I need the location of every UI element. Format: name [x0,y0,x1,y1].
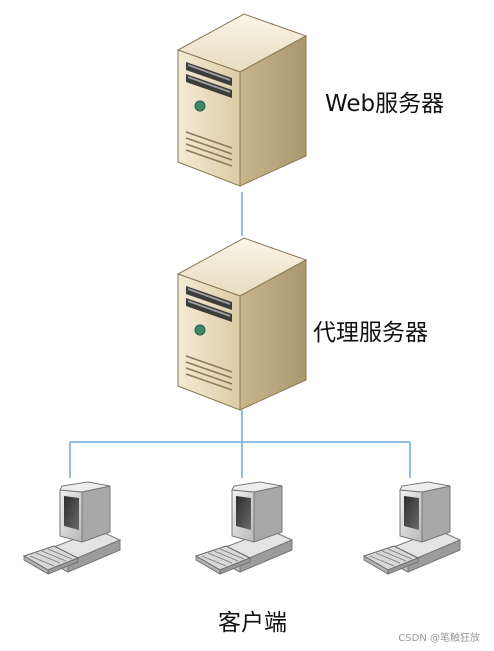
client-computer-1-icon [23,481,121,575]
proxy-server-label: 代理服务器 [313,320,428,346]
proxy-server-icon [177,237,307,411]
watermark: CSDN @笔触狂放 [398,633,480,644]
connectors [69,192,411,478]
client-computer-3-icon [363,481,461,575]
web-server-label: Web服务器 [325,91,445,117]
web-server-icon [177,13,307,187]
client-computer-2-icon [195,481,293,575]
clients-label: 客户端 [218,610,287,636]
